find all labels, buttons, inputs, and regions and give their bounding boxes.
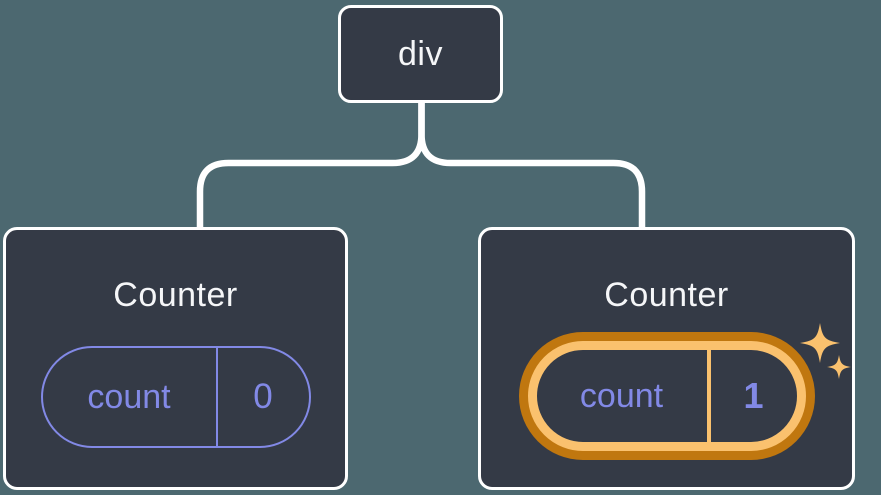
- state-value: 1: [743, 375, 764, 416]
- connector-root-to-right-child: [418, 100, 646, 228]
- counter-title: Counter: [604, 276, 729, 314]
- sparkle-large-icon: [800, 323, 840, 363]
- counter-card-right: Counter count 1: [478, 227, 855, 490]
- root-node-label: div: [398, 34, 443, 73]
- state-key-label: count: [537, 350, 711, 442]
- state-value: 0: [253, 377, 273, 416]
- connector-root-to-left-child: [196, 100, 425, 228]
- counter-card-left: Counter count 0: [3, 227, 348, 490]
- state-key-label: count: [43, 348, 218, 446]
- counter-title: Counter: [113, 276, 238, 314]
- state-pill-highlighted: count 1: [527, 341, 806, 451]
- state-pill-highlight-ring: count 1: [518, 332, 815, 460]
- state-pill: count 0: [40, 346, 311, 448]
- root-node-div: div: [338, 5, 503, 103]
- sparkle-small-icon: [827, 355, 851, 379]
